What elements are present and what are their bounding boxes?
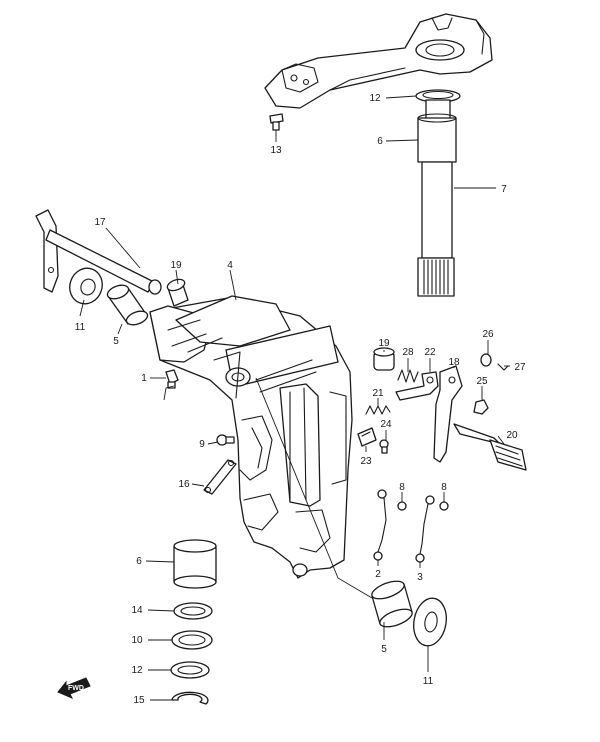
callout-labels: 17 19 4 11 5 1 9 16 6 14 10 12 15 13 12 …	[75, 93, 526, 706]
callout-5-left: 5	[113, 336, 119, 347]
spring-28	[397, 369, 419, 383]
forward-arrow-icon: FWD	[57, 677, 91, 699]
callout-5-right: 5	[381, 644, 387, 655]
callout-19-left: 19	[170, 260, 182, 271]
callout-27: 27	[514, 362, 526, 373]
washer-14	[173, 602, 213, 620]
callout-21: 21	[372, 388, 384, 399]
tilt-bracket-18	[433, 365, 463, 463]
forward-arrow-label: FWD	[68, 685, 84, 692]
tilt-tube-17	[35, 209, 162, 295]
tilt-lever-22	[395, 371, 439, 401]
washer-12-bottom	[170, 661, 210, 679]
callout-16: 16	[178, 479, 190, 490]
bushing-19-left	[166, 278, 189, 307]
nut-25	[473, 399, 489, 415]
bolt-13	[269, 113, 284, 131]
callout-20: 20	[506, 430, 518, 441]
callout-19-right: 19	[378, 338, 390, 349]
callout-1: 1	[141, 373, 147, 384]
bushing-5-left	[106, 284, 149, 326]
callout-11-right: 11	[423, 676, 434, 687]
callout-22: 22	[424, 347, 436, 358]
callout-24: 24	[380, 419, 392, 430]
callout-9: 9	[199, 439, 205, 450]
callout-26: 26	[482, 329, 494, 340]
callout-18: 18	[448, 357, 460, 368]
ground-wire-2	[373, 489, 407, 561]
bushing-6-lower	[173, 539, 217, 589]
steering-shaft-7	[417, 99, 457, 297]
washer-11-right	[413, 597, 447, 647]
callout-12-bottom: 12	[131, 665, 143, 676]
callout-10: 10	[131, 635, 143, 646]
callout-23: 23	[360, 456, 372, 467]
callout-7: 7	[501, 184, 507, 195]
bolt-24	[379, 439, 389, 454]
callout-17: 17	[94, 217, 106, 228]
callout-8-right: 8	[441, 482, 447, 493]
callout-8-left: 8	[399, 482, 405, 493]
callout-11-left: 11	[75, 322, 86, 333]
callout-6-lower: 6	[136, 556, 142, 567]
bushing-5-right	[371, 580, 413, 628]
callout-15: 15	[133, 695, 145, 706]
callout-6-top: 6	[377, 136, 383, 147]
callout-12-top: 12	[369, 93, 381, 104]
callout-28: 28	[402, 347, 414, 358]
washer-26	[480, 353, 492, 367]
bushing-19-right	[373, 347, 395, 371]
washer-10	[171, 630, 213, 650]
leader-lines	[79, 95, 510, 701]
swivel-bracket-4	[149, 295, 353, 579]
washer-11-left	[69, 267, 103, 305]
bolt-9	[216, 434, 235, 446]
swivel-arm	[264, 13, 493, 109]
callout-4: 4	[227, 260, 233, 271]
spring-21	[365, 405, 391, 415]
callout-3: 3	[417, 572, 423, 583]
callout-25: 25	[476, 376, 488, 387]
cotter-pin-27	[497, 363, 509, 371]
callout-2: 2	[375, 569, 381, 580]
bolt-1	[165, 369, 179, 389]
snap-ring-15	[171, 691, 209, 705]
ground-wire-3	[415, 495, 449, 563]
plate-23	[357, 427, 377, 447]
callout-14: 14	[131, 605, 143, 616]
callout-13: 13	[270, 145, 282, 156]
tilt-grip-20	[453, 423, 527, 471]
link-plate-16	[203, 459, 237, 495]
